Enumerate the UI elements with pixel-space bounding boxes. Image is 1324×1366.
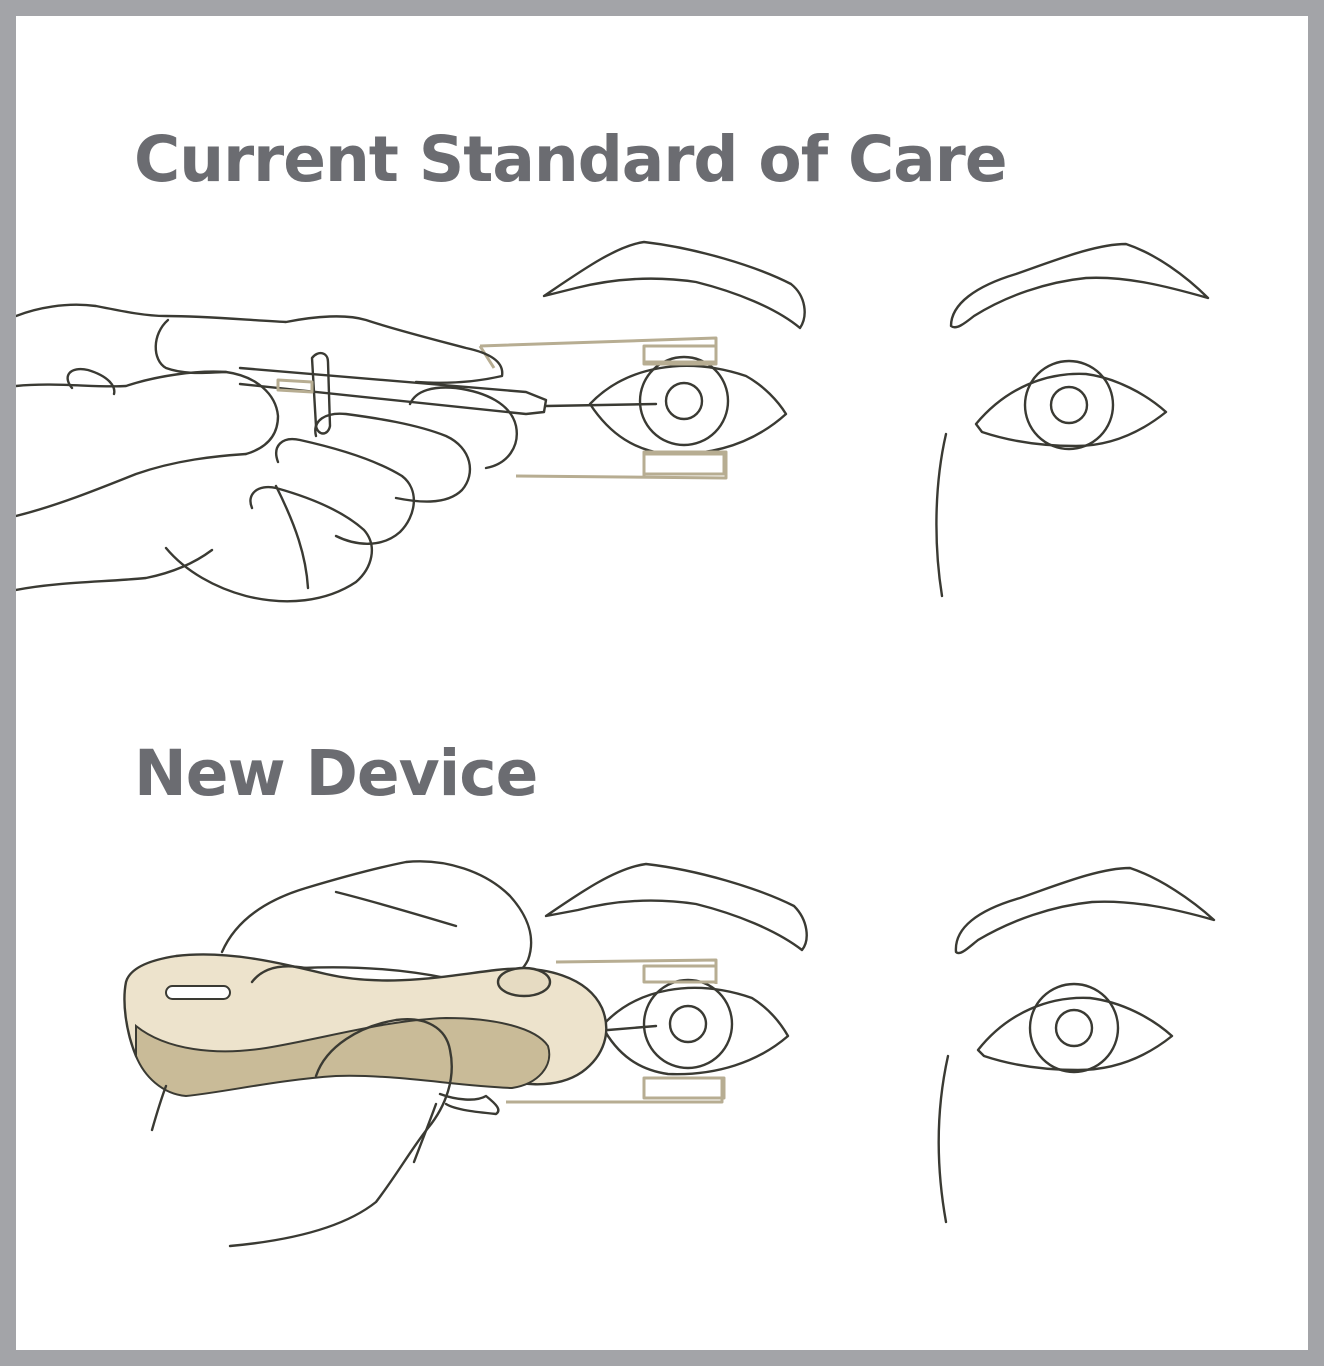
eyebrow-left-bottom-icon bbox=[544, 862, 808, 952]
face-bottom bbox=[544, 862, 1216, 1224]
pupil-right-icon bbox=[1049, 385, 1089, 425]
lid-speculum-top bbox=[478, 336, 728, 480]
pupil-right-bottom-icon bbox=[1054, 1008, 1094, 1048]
illustration-canvas bbox=[16, 240, 1216, 1248]
eye-right-bottom-outline-icon bbox=[976, 996, 1174, 1072]
nose-line-bottom-icon bbox=[937, 1054, 950, 1224]
pupil-left-icon bbox=[664, 381, 704, 421]
device-button-icon bbox=[496, 966, 552, 998]
nose-line-icon bbox=[935, 432, 948, 598]
iris-right-icon bbox=[1023, 359, 1115, 451]
eye-right-outline-icon bbox=[974, 372, 1168, 448]
eyebrow-right-bottom-icon bbox=[954, 866, 1216, 955]
iris-left-bottom-icon bbox=[642, 978, 734, 1070]
lid-speculum-bottom bbox=[506, 958, 726, 1104]
face-top bbox=[542, 240, 1210, 598]
heading-new-device: New Device bbox=[134, 737, 538, 810]
pupil-left-bottom-icon bbox=[668, 1004, 708, 1044]
hand-holding-injector-device-icon bbox=[123, 860, 608, 1248]
comparison-panel: Current Standard of Care New Device bbox=[16, 16, 1308, 1350]
eye-left-bottom-outline-icon bbox=[600, 986, 790, 1076]
iris-left-icon bbox=[638, 355, 730, 447]
iris-right-bottom-icon bbox=[1028, 982, 1120, 1074]
eyebrow-left-icon bbox=[542, 240, 806, 330]
eyebrow-right-icon bbox=[949, 242, 1210, 329]
heading-current-standard-of-care: Current Standard of Care bbox=[134, 123, 1008, 196]
eye-left-outline-icon bbox=[588, 364, 788, 456]
hand-holding-syringe-icon bbox=[16, 303, 658, 603]
